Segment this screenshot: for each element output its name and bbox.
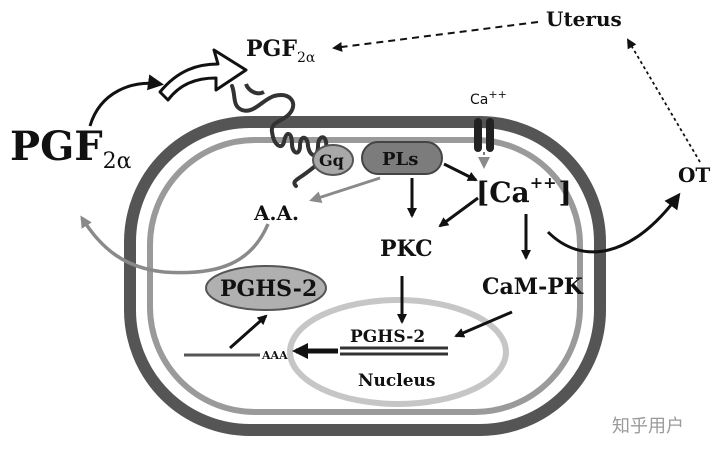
aa-label: A.A. [253, 201, 299, 225]
pghs2-cytoplasm-label: PGHS-2 [220, 276, 317, 302]
receptor-icon [230, 84, 329, 188]
pgf-curve-arrow-icon [88, 74, 164, 127]
aa-release-arrow [80, 215, 270, 275]
pls-enzyme [361, 141, 443, 175]
ca-to-ot-arrow [546, 192, 681, 254]
gq-label: Gq [319, 151, 344, 170]
ca-to-pkc-arrow [438, 196, 479, 228]
pls-label: PLs [382, 149, 418, 170]
pgf-outside-label: PGF2α [10, 123, 132, 174]
mrna-to-protein-arrow [229, 314, 268, 350]
pgf-receptor-label: PGF2α [246, 36, 316, 66]
nucleus-label: Nucleus [358, 371, 435, 391]
pls-to-ca-arrow [443, 162, 478, 182]
ot-label: OT [678, 163, 710, 187]
pkc-label: PKC [380, 236, 433, 262]
watermark-label: 知乎用户 [612, 416, 684, 437]
uterus-to-pgf-arrow [332, 21, 539, 52]
uterus-label: Uterus [546, 7, 622, 31]
campk-label: CaM-PK [482, 274, 584, 300]
receptor-loop-icon [244, 83, 265, 96]
nucleus-envelope [287, 297, 509, 407]
calcium-concentration-label: [Ca++] [476, 173, 572, 209]
campk-to-gene-arrow [454, 310, 513, 338]
ca-channel-label: Ca++ [470, 88, 507, 108]
pghs2-gene-label: PGHS-2 [350, 327, 425, 347]
pgf-entry-arrow-icon [158, 48, 248, 102]
ot-to-uterus-arrow [626, 38, 701, 163]
aaa-label: AAA [261, 349, 288, 362]
calcium-channel-icon [474, 118, 494, 169]
pls-to-aa-arrow [309, 176, 381, 203]
pghs2-protein-oval [205, 265, 327, 311]
cell-membrane [124, 116, 606, 436]
gq-protein [312, 144, 354, 176]
